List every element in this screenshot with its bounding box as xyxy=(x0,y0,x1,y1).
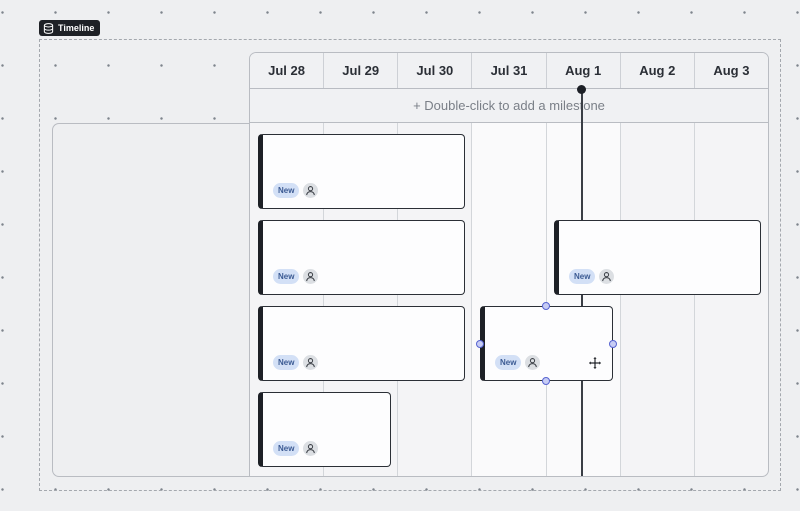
date-header: Jul 28 Jul 29 Jul 30 Jul 31 Aug 1 Aug 2 … xyxy=(250,53,768,89)
frame-label-text: Timeline xyxy=(58,23,95,33)
day-header-jul-31: Jul 31 xyxy=(472,53,547,88)
task-card[interactable]: New xyxy=(258,220,465,295)
milestone-row[interactable]: + Double-click to add a milestone xyxy=(250,89,768,123)
move-cursor-icon xyxy=(588,356,602,370)
user-icon[interactable] xyxy=(303,355,319,370)
task-meta: New xyxy=(569,269,615,284)
task-card[interactable]: New xyxy=(258,134,465,209)
timeline-frame[interactable] xyxy=(39,39,781,491)
today-marker-dot[interactable] xyxy=(577,85,586,94)
timeline-board: Jul 28 Jul 29 Jul 30 Jul 31 Aug 1 Aug 2 … xyxy=(52,52,769,477)
day-column xyxy=(250,123,325,476)
task-card[interactable]: New xyxy=(554,220,761,295)
task-meta: New xyxy=(495,355,541,370)
user-icon[interactable] xyxy=(599,269,615,284)
day-columns xyxy=(250,123,768,476)
day-column xyxy=(472,123,547,476)
user-icon[interactable] xyxy=(303,441,319,456)
resize-handle-bottom[interactable] xyxy=(542,377,550,385)
day-header-aug-2: Aug 2 xyxy=(621,53,695,88)
task-meta: New xyxy=(273,269,319,284)
day-header-aug-3: Aug 3 xyxy=(713,63,750,78)
day-header-aug-1: Aug 1 xyxy=(547,53,621,88)
task-card-selected[interactable]: New xyxy=(480,306,613,381)
user-icon[interactable] xyxy=(303,269,319,284)
resize-handle-right[interactable] xyxy=(609,340,617,348)
status-badge[interactable]: New xyxy=(273,441,300,456)
row-label-panel xyxy=(52,123,250,477)
task-meta: New xyxy=(273,355,319,370)
day-header-jul-30: Jul 30 xyxy=(398,53,473,88)
day-header-jul-29: Jul 29 xyxy=(324,53,399,88)
status-badge[interactable]: New xyxy=(273,183,300,198)
resize-handle-left[interactable] xyxy=(476,340,484,348)
status-badge[interactable]: New xyxy=(273,355,300,370)
resize-handle-top[interactable] xyxy=(542,302,550,310)
day-column xyxy=(398,123,473,476)
status-badge[interactable]: New xyxy=(273,269,300,284)
status-badge[interactable]: New xyxy=(569,269,596,284)
user-icon[interactable] xyxy=(525,355,541,370)
timeline-grid: Jul 28 Jul 29 Jul 30 Jul 31 Aug 1 Aug 2 … xyxy=(249,52,769,477)
user-icon[interactable] xyxy=(303,183,319,198)
task-card[interactable]: New xyxy=(258,392,391,467)
task-meta: New xyxy=(273,183,319,198)
database-icon xyxy=(43,22,54,34)
day-header-jul-28: Jul 28 xyxy=(250,53,325,88)
task-meta: New xyxy=(273,441,319,456)
frame-label[interactable]: Timeline xyxy=(39,20,101,36)
day-column xyxy=(695,123,768,476)
day-column xyxy=(324,123,399,476)
status-badge[interactable]: New xyxy=(495,355,522,370)
day-column xyxy=(621,123,695,476)
day-column xyxy=(546,123,621,476)
task-card[interactable]: New xyxy=(258,306,465,381)
